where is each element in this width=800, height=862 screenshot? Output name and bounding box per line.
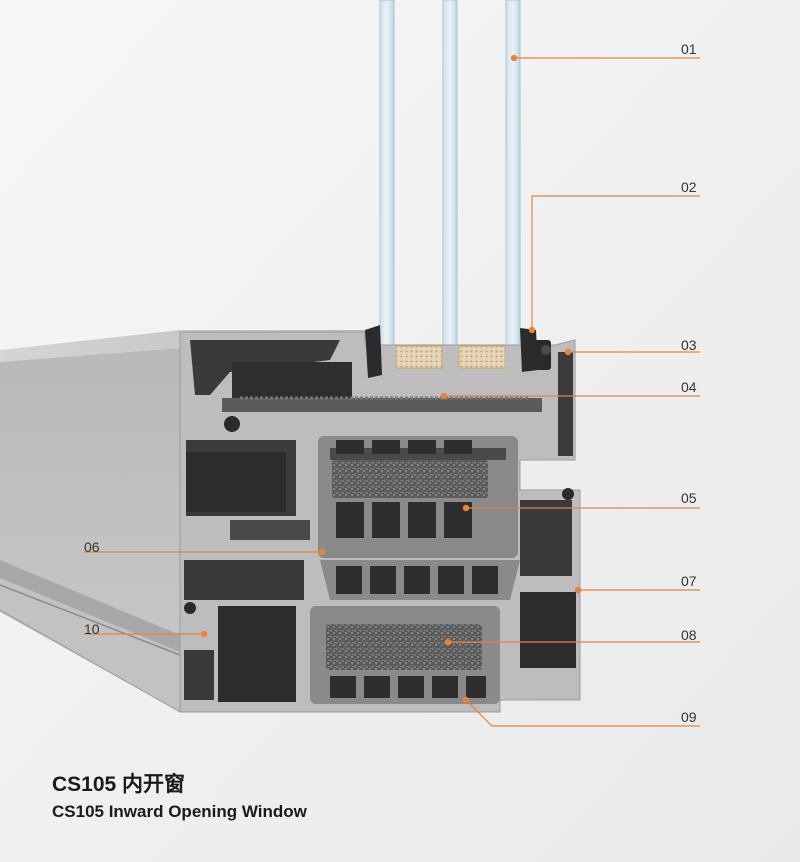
dot-08 xyxy=(444,638,452,646)
leader-dots xyxy=(200,54,582,704)
middle-cells xyxy=(336,566,498,594)
dot-06 xyxy=(318,548,326,556)
glass-panes xyxy=(379,0,521,399)
cross-section xyxy=(179,325,581,713)
callout-label-02: 02 xyxy=(681,179,697,195)
leader-lines xyxy=(84,57,700,727)
leader-09 xyxy=(465,699,700,727)
dot-03 xyxy=(564,348,572,356)
callout-label-01: 01 xyxy=(681,41,697,57)
title-english: CS105 Inward Opening Window xyxy=(52,802,307,821)
dot-05 xyxy=(462,504,470,512)
callout-label-04: 04 xyxy=(681,379,697,395)
callout-label-10: 10 xyxy=(84,621,100,637)
leader-02 xyxy=(531,195,700,330)
upper-cells xyxy=(336,440,472,454)
dot-10 xyxy=(200,630,208,638)
callout-label-03: 03 xyxy=(681,337,697,353)
callout-label-06: 06 xyxy=(84,539,100,555)
title-chinese: CS105 内开窗 xyxy=(52,773,186,796)
dot-09 xyxy=(462,696,470,704)
callout-label-09: 09 xyxy=(681,709,697,725)
callout-label-08: 08 xyxy=(681,627,697,643)
callout-label-05: 05 xyxy=(681,490,697,506)
dot-07 xyxy=(574,586,582,594)
callout-label-07: 07 xyxy=(681,573,697,589)
dot-02 xyxy=(528,326,536,334)
lower-cells xyxy=(330,676,486,698)
dot-04 xyxy=(440,392,448,400)
dot-01 xyxy=(510,54,518,62)
